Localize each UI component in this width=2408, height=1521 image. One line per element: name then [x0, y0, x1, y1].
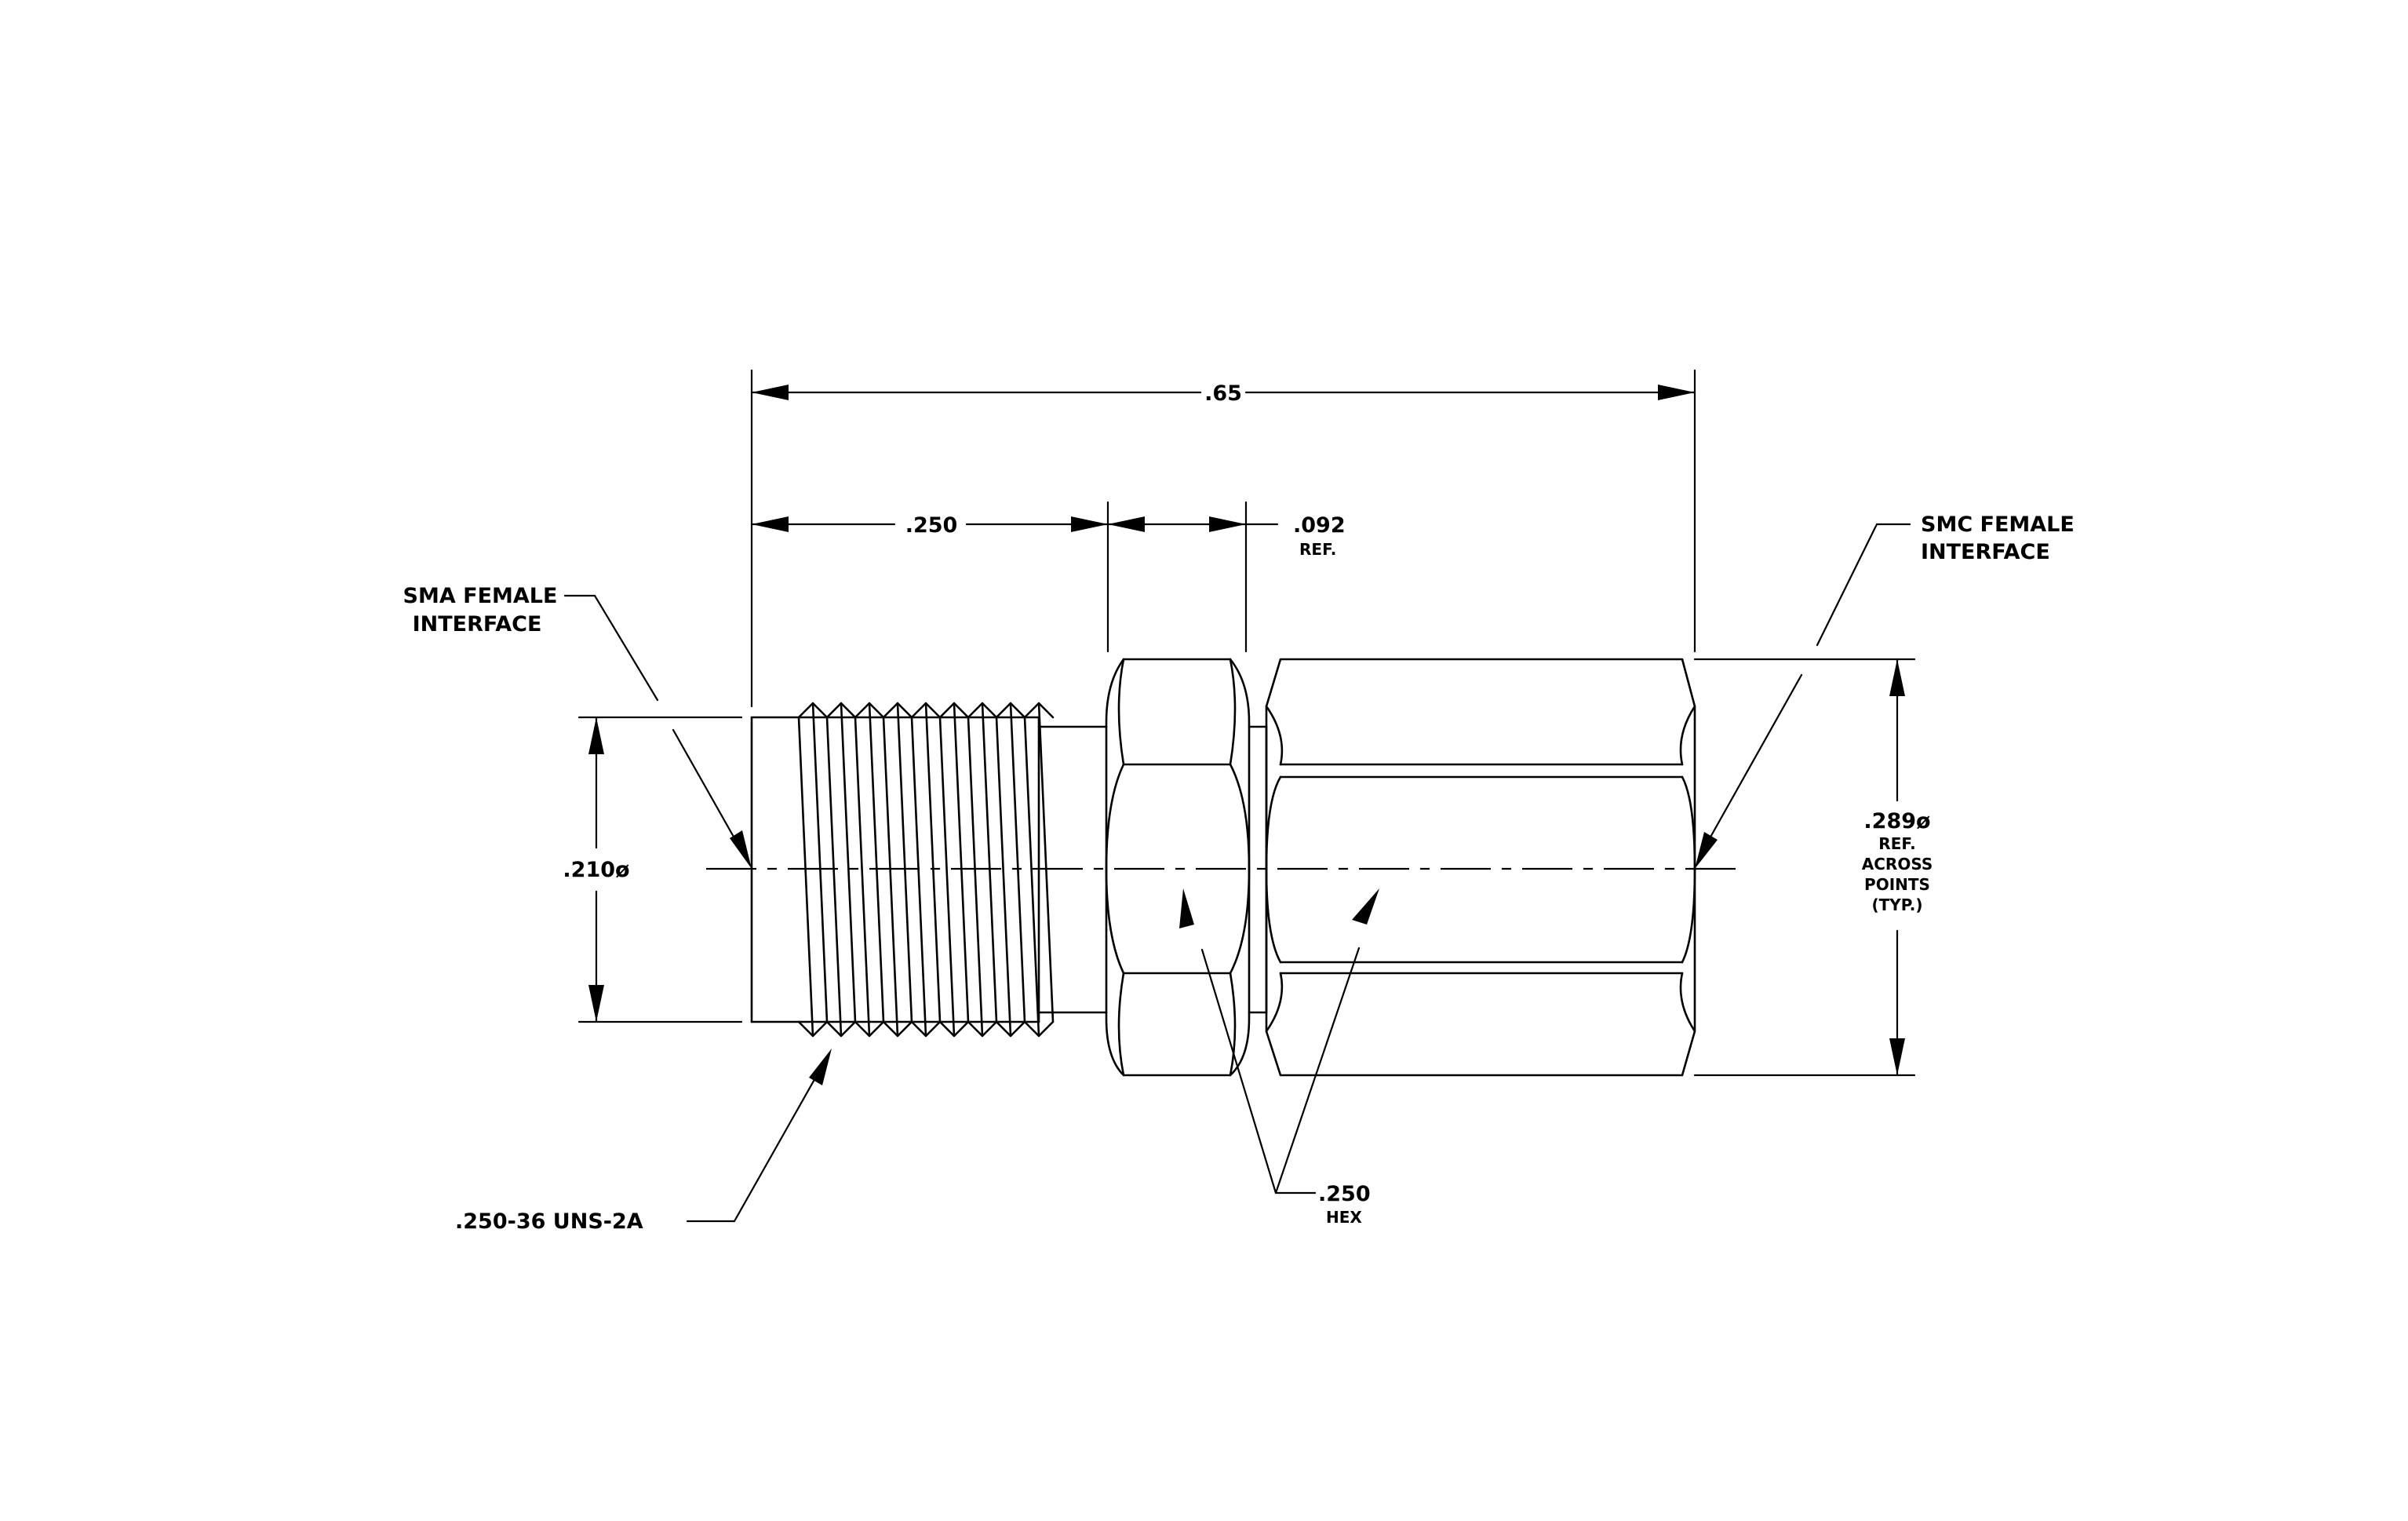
thread-line: [896, 702, 913, 1023]
dim-hex-width: .092 REF.: [1106, 501, 1346, 653]
thread-line: [910, 716, 927, 1038]
thread-line: [825, 716, 843, 1038]
smc-diameter-label: .289ø: [1863, 809, 1930, 833]
smc-callout-line1: SMC FEMALE: [1921, 512, 2075, 537]
sma-callout-line2: INTERFACE: [413, 612, 542, 636]
dim-sma-length: .250: [750, 501, 1109, 653]
smc-diameter-note-4: (TYP.): [1872, 895, 1923, 914]
thread-callout-label: .250-36 UNS-2A: [455, 1209, 643, 1234]
smc-diameter-note-3: POINTS: [1864, 875, 1930, 894]
thread-line: [797, 716, 814, 1038]
thread-line: [967, 716, 984, 1038]
sma-callout-line1: SMA FEMALE: [403, 584, 558, 608]
thread-line: [811, 702, 829, 1023]
thread-line: [882, 716, 899, 1038]
callout-sma-interface: SMA FEMALE INTERFACE: [403, 584, 752, 869]
hex-size-label: .250: [1318, 1182, 1371, 1206]
thread-line: [995, 716, 1012, 1038]
thread-line: [854, 716, 871, 1038]
smc-callout-line2: INTERFACE: [1921, 540, 2050, 564]
hex-width-label: .092: [1293, 513, 1346, 538]
thread-line: [1037, 702, 1055, 1023]
sma-length-label: .250: [905, 513, 958, 538]
thread-line: [1023, 716, 1040, 1038]
thread-line: [938, 716, 956, 1038]
thread-line: [1009, 702, 1026, 1023]
thread-line: [953, 702, 970, 1023]
smc-diameter-note-2: ACROSS: [1862, 855, 1933, 874]
thread-line: [840, 702, 857, 1023]
callout-hex: .250 HEX: [1179, 888, 1379, 1227]
hex-width-note: REF.: [1299, 540, 1336, 559]
dim-overall-length: .65: [750, 369, 1696, 708]
smc-diameter-note-1: REF.: [1878, 834, 1915, 853]
thread-line: [868, 702, 885, 1023]
smc-hex-body: [1265, 658, 1696, 1077]
hex-size-note: HEX: [1326, 1208, 1362, 1227]
callout-smc-interface: SMC FEMALE INTERFACE: [1695, 512, 2075, 869]
small-hex-nut: [1105, 658, 1251, 1077]
sma-diameter-label: .210ø: [563, 858, 629, 882]
overall-length-label: .65: [1204, 381, 1242, 406]
thread-line: [924, 702, 942, 1023]
callout-thread: .250-36 UNS-2A: [455, 1049, 832, 1234]
dim-sma-diameter: .210ø: [563, 716, 743, 1023]
dim-smc-diameter: .289ø REF. ACROSS POINTS (TYP.): [1693, 658, 1933, 1077]
thread-line: [981, 702, 998, 1023]
thread-section: [797, 702, 1055, 1038]
